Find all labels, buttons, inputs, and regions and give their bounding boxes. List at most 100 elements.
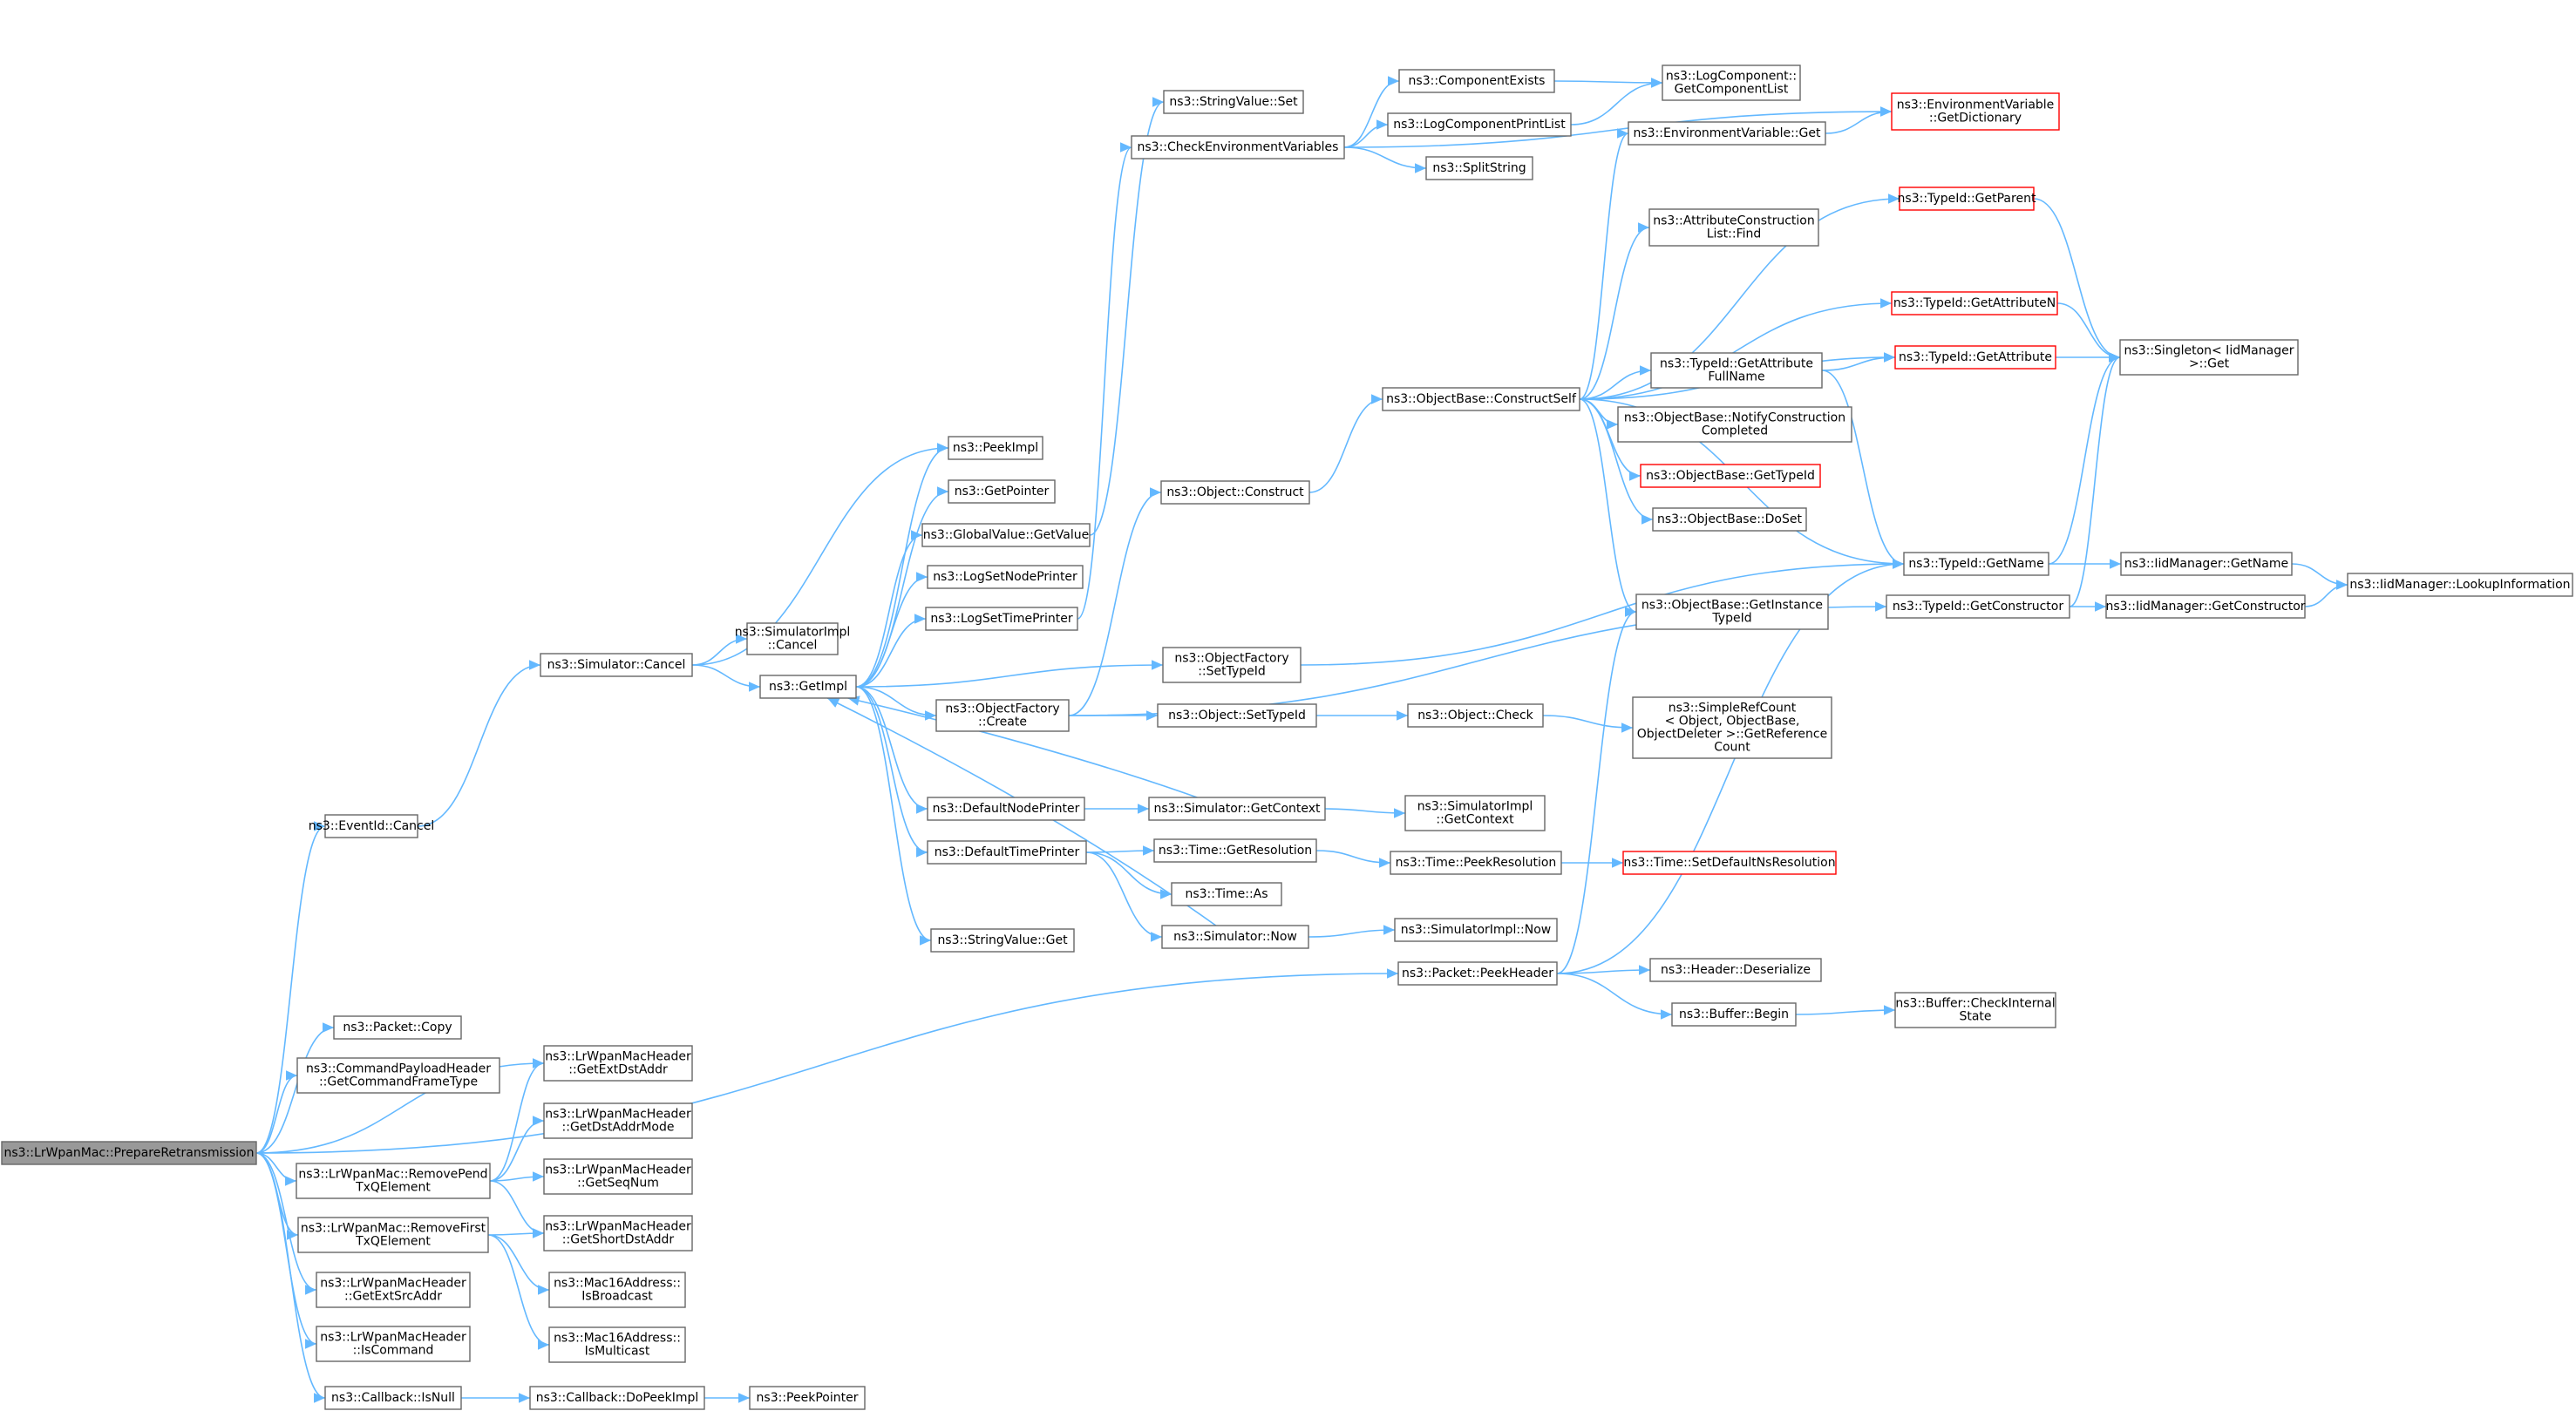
node-getdstmode[interactable]: ns3::LrWpanMacHeader::GetDstAddrMode [543, 1102, 693, 1139]
node-box[interactable] [1891, 291, 2058, 315]
node-box[interactable] [2105, 594, 2306, 619]
node-getshortdst[interactable]: ns3::LrWpanMacHeader::GetShortDstAddr [543, 1215, 693, 1252]
node-box[interactable] [1390, 851, 1562, 875]
node-box[interactable] [2119, 339, 2299, 376]
node-box[interactable] [1387, 112, 1572, 137]
node-box[interactable] [749, 1386, 866, 1410]
node-envdict[interactable]: ns3::EnvironmentVariable::GetDictionary [1891, 92, 2060, 131]
node-cmdpayload[interactable]: ns3::CommandPayloadHeader::GetCommandFra… [296, 1057, 500, 1094]
node-objconstruct[interactable]: ns3::Object::Construct [1160, 480, 1310, 505]
node-cbisnull[interactable]: ns3::Callback::IsNull [324, 1386, 462, 1410]
node-gvgetvalue[interactable]: ns3::GlobalValue::GetValue [921, 523, 1091, 547]
node-box[interactable] [1160, 480, 1310, 505]
node-box[interactable] [1671, 1002, 1797, 1027]
node-tidgetattr[interactable]: ns3::TypeId::GetAttribute [1894, 345, 2056, 370]
node-box[interactable] [324, 1386, 462, 1410]
node-box[interactable] [316, 1272, 471, 1308]
node-packetcopy[interactable]: ns3::Packet::Copy [333, 1015, 462, 1040]
node-box[interactable] [1398, 69, 1555, 93]
node-tidgetparent[interactable]: ns3::TypeId::GetParent [1898, 187, 2036, 211]
node-logcomplist[interactable]: ns3::LogComponent::GetComponentList [1662, 64, 1801, 101]
node-box[interactable] [1903, 552, 2049, 576]
node-packetpeekheader[interactable]: ns3::Packet::PeekHeader [1397, 961, 1558, 986]
node-box[interactable] [1, 1141, 257, 1165]
node-peekpointer[interactable]: ns3::PeekPointer [749, 1386, 866, 1410]
node-timegetres[interactable]: ns3::Time::GetResolution [1153, 838, 1317, 863]
node-simnow[interactable]: ns3::Simulator::Now [1161, 925, 1309, 949]
node-box[interactable] [1652, 507, 1807, 532]
node-box[interactable] [948, 479, 1056, 504]
node-iidgetname[interactable]: ns3::IidManager::GetName [2120, 552, 2293, 576]
node-box[interactable] [935, 699, 1070, 732]
node-envget[interactable]: ns3::EnvironmentVariable::Get [1628, 121, 1826, 146]
node-box[interactable] [1163, 90, 1304, 114]
node-obdoset[interactable]: ns3::ObjectBase::DoSet [1652, 507, 1807, 532]
node-obconstructself[interactable]: ns3::ObjectBase::ConstructSelf [1382, 387, 1580, 411]
node-simplerefcount[interactable]: ns3::SimpleRefCount< Object, ObjectBase,… [1632, 696, 1832, 759]
node-box[interactable] [1425, 156, 1533, 180]
node-simimplgetcontext[interactable]: ns3::SimulatorImpl::GetContext [1404, 795, 1546, 831]
node-box[interactable] [1899, 187, 2035, 211]
node-box[interactable] [746, 622, 839, 655]
node-ofsettypeid[interactable]: ns3::ObjectFactory::SetTypeId [1162, 647, 1302, 683]
node-box[interactable] [1153, 838, 1317, 863]
node-box[interactable] [1397, 961, 1558, 986]
node-getseqnum[interactable]: ns3::LrWpanMacHeader::GetSeqNum [543, 1158, 693, 1195]
node-box[interactable] [333, 1015, 462, 1040]
node-svget[interactable]: ns3::StringValue::Get [930, 928, 1075, 953]
node-box[interactable] [1131, 135, 1345, 159]
node-getextsrc[interactable]: ns3::LrWpanMacHeader::GetExtSrcAddr [316, 1272, 471, 1308]
node-defnode[interactable]: ns3::DefaultNodePrinter [927, 797, 1085, 821]
node-box[interactable] [296, 1057, 500, 1094]
node-box[interactable] [948, 436, 1043, 460]
node-box[interactable] [297, 1217, 489, 1253]
node-box[interactable] [1894, 345, 2056, 370]
node-peekimpl[interactable]: ns3::PeekImpl [948, 436, 1043, 460]
node-timeas[interactable]: ns3::Time::As [1171, 882, 1282, 906]
node-simimplcancel[interactable]: ns3::SimulatorImpl::Cancel [735, 622, 851, 655]
node-headerdeserialize[interactable]: ns3::Header::Deserialize [1649, 958, 1822, 982]
node-iscommand[interactable]: ns3::LrWpanMacHeader::IsCommand [316, 1326, 471, 1362]
node-box[interactable] [296, 1163, 491, 1199]
node-box[interactable] [316, 1326, 471, 1362]
node-box[interactable] [324, 814, 418, 838]
node-box[interactable] [1891, 92, 2060, 131]
node-box[interactable] [1171, 882, 1282, 906]
node-eventcancel[interactable]: ns3::EventId::Cancel [309, 814, 435, 838]
node-box[interactable] [1622, 851, 1837, 875]
node-box[interactable] [1617, 406, 1852, 443]
node-box[interactable] [927, 840, 1087, 865]
node-box[interactable] [1157, 703, 1317, 728]
node-simcancel[interactable]: ns3::Simulator::Cancel [540, 653, 693, 677]
node-timesetdefault[interactable]: ns3::Time::SetDefaultNsResolution [1622, 851, 1837, 875]
node-box[interactable] [1148, 797, 1326, 821]
node-box[interactable] [540, 653, 693, 677]
node-cbdopeekimpl[interactable]: ns3::Callback::DoPeekImpl [529, 1386, 705, 1410]
node-box[interactable] [1161, 925, 1309, 949]
node-box[interactable] [1382, 387, 1580, 411]
node-getimpl[interactable]: ns3::GetImpl [759, 675, 857, 699]
node-box[interactable] [1407, 703, 1544, 728]
node-box[interactable] [927, 797, 1085, 821]
node-box[interactable] [1649, 958, 1822, 982]
node-box[interactable] [1394, 918, 1558, 942]
node-box[interactable] [548, 1272, 686, 1308]
node-box[interactable] [921, 523, 1091, 547]
node-tidgetattrn[interactable]: ns3::TypeId::GetAttributeN [1891, 291, 2058, 315]
node-compexists[interactable]: ns3::ComponentExists [1398, 69, 1555, 93]
node-getpointer[interactable]: ns3::GetPointer [948, 479, 1056, 504]
node-obgettypeid[interactable]: ns3::ObjectBase::GetTypeId [1640, 464, 1821, 488]
node-box[interactable] [1662, 64, 1801, 101]
node-box[interactable] [2120, 552, 2293, 576]
node-box[interactable] [759, 675, 857, 699]
node-logsettime[interactable]: ns3::LogSetTimePrinter [925, 607, 1078, 631]
node-bufferbegin[interactable]: ns3::Buffer::Begin [1671, 1002, 1797, 1027]
node-box[interactable] [1640, 464, 1821, 488]
node-box[interactable] [1650, 352, 1823, 389]
